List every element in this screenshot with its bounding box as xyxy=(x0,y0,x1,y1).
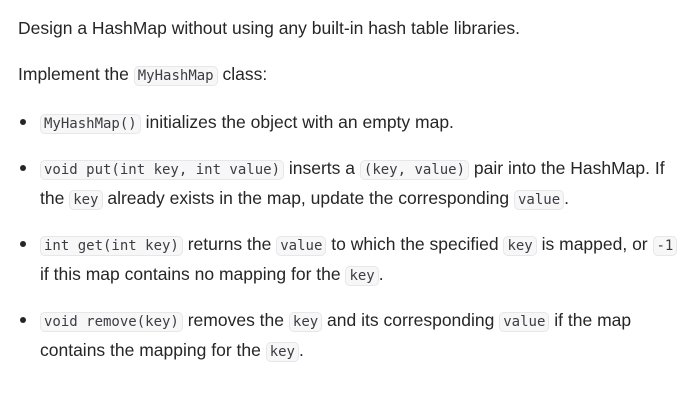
method-item-remove: void remove(key) removes the key and its… xyxy=(20,306,679,366)
class-name-code: MyHashMap xyxy=(133,66,218,86)
method-text: . xyxy=(378,264,384,284)
implement-prefix: Implement the xyxy=(18,64,134,84)
method-item-put: void put(int key, int value) inserts a (… xyxy=(20,154,679,214)
method-text: if this map contains no mapping for the xyxy=(40,264,346,284)
inline-code: (key, value) xyxy=(359,160,470,180)
method-text: returns the xyxy=(182,234,277,254)
inline-code: key xyxy=(345,266,379,286)
bullet-icon xyxy=(20,241,26,247)
method-text: already exists in the map, update the co… xyxy=(102,188,514,208)
method-text: and its corresponding xyxy=(322,310,500,330)
inline-code: key xyxy=(69,190,103,210)
method-text: removes the xyxy=(182,310,289,330)
inline-code: value xyxy=(499,312,550,332)
inline-code: value xyxy=(276,236,327,256)
method-description: initializes the object with an empty map… xyxy=(140,112,454,132)
method-item-constructor: MyHashMap() initializes the object with … xyxy=(20,108,679,138)
bullet-icon xyxy=(20,119,26,125)
inline-code: key xyxy=(265,342,299,362)
bullet-icon xyxy=(20,165,26,171)
inline-code: key xyxy=(288,312,323,332)
method-text: to which the specified xyxy=(326,234,504,254)
implement-paragraph: Implement the MyHashMap class: xyxy=(18,60,679,90)
method-text: . xyxy=(299,340,304,360)
method-signature: void remove(key) xyxy=(40,312,183,332)
method-text: inserts a xyxy=(284,158,360,178)
problem-description: Design a HashMap without using any built… xyxy=(18,14,679,366)
intro-paragraph: Design a HashMap without using any built… xyxy=(18,14,679,42)
method-signature: MyHashMap() xyxy=(40,114,141,134)
inline-code: key xyxy=(503,236,537,256)
inline-code: value xyxy=(514,190,565,210)
method-list: MyHashMap() initializes the object with … xyxy=(18,108,679,366)
bullet-icon xyxy=(20,317,26,323)
inline-code: -1 xyxy=(652,236,678,256)
method-signature: int get(int key) xyxy=(40,236,183,256)
method-item-get: int get(int key) returns the value to wh… xyxy=(20,230,679,290)
method-signature: void put(int key, int value) xyxy=(40,160,285,180)
implement-suffix: class: xyxy=(217,64,268,84)
method-text: is mapped, or xyxy=(536,234,653,254)
method-text: pair into the HashMap. If the xyxy=(40,158,665,208)
intro-text: Design a HashMap without using any built… xyxy=(18,18,520,38)
method-text: . xyxy=(564,188,570,208)
method-text: if the map contains the mapping for the xyxy=(40,310,632,360)
